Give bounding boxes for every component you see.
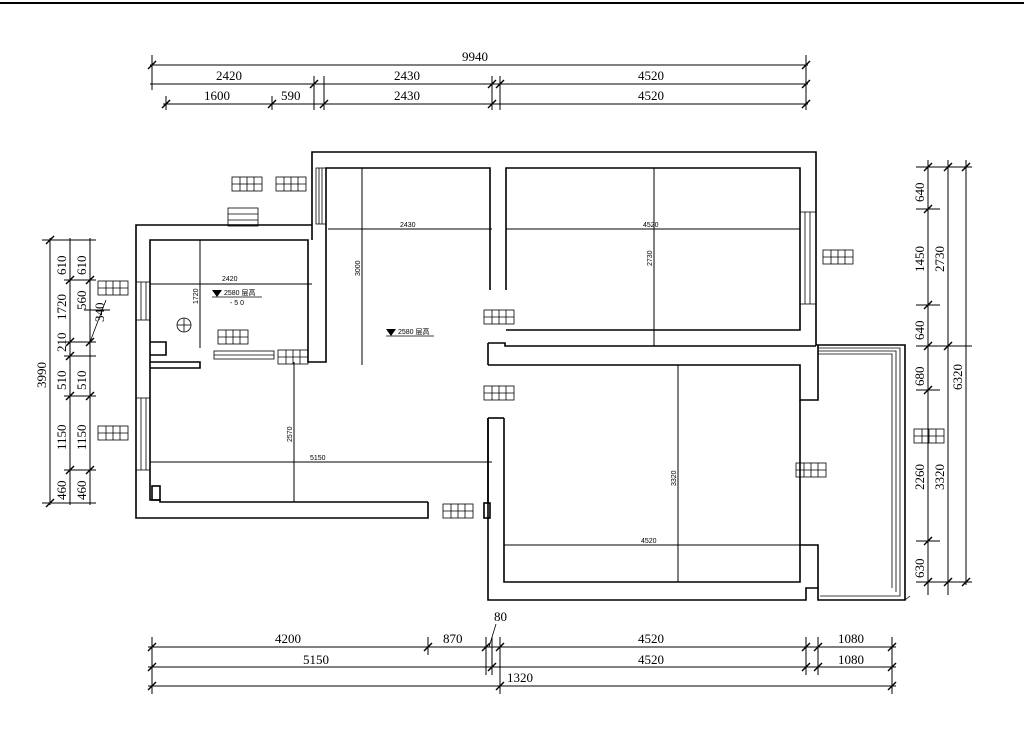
right-dim-680: 680 — [912, 367, 927, 387]
bottom-dim-1080: 1080 — [838, 631, 864, 646]
left-dim-460-b: 460 — [74, 481, 89, 501]
bottom-dim-4520-b: 4520 — [638, 652, 664, 667]
left-overall-dim: 3990 — [34, 362, 49, 388]
bottom-overall-dim: 1320 — [507, 670, 533, 685]
floor-drain-icon — [176, 317, 192, 333]
left-dim-510-b: 510 — [74, 371, 89, 391]
room-dimension-lines — [150, 168, 800, 582]
left-dim-1720: 1720 — [54, 294, 69, 320]
radiator-icon — [442, 503, 474, 519]
left-dim-460: 460 — [54, 481, 69, 501]
radiator-icon — [97, 425, 129, 441]
right-dim-1450: 1450 — [912, 246, 927, 272]
radiator-icon — [97, 280, 129, 296]
bottom-callout-80: 80 — [494, 609, 507, 624]
top-dim-2430: 2430 — [394, 68, 420, 83]
radiator-icon — [277, 349, 309, 365]
right-dimension-chain — [916, 160, 972, 595]
radiator-icon — [483, 385, 515, 401]
right-dim-3320: 3320 — [932, 464, 947, 490]
top-dim-590: 590 — [281, 88, 301, 103]
bottom-dim-870: 870 — [443, 631, 463, 646]
bedroom-top-width-dim: 4520 — [643, 222, 659, 229]
left-dim-560: 560 — [74, 291, 89, 311]
balcony-lines — [818, 347, 911, 601]
walls — [135, 151, 906, 601]
radiator-icon — [913, 428, 945, 444]
hall-height-dim: 3000 — [355, 260, 362, 276]
level-marker-hall: 2580 层高 — [386, 327, 434, 337]
living-height-dim: 2570 — [287, 426, 294, 442]
left-room-level-text: 2580 层高 — [224, 288, 256, 297]
top-dim-2420: 2420 — [216, 68, 242, 83]
bottom-dimension-chain — [147, 623, 897, 694]
left-dim-610: 610 — [54, 256, 69, 276]
bottom-dim-1080-b: 1080 — [838, 652, 864, 667]
radiator-icon — [795, 462, 827, 478]
top-dimension-chain — [147, 55, 811, 110]
right-dim-6320: 6320 — [950, 364, 965, 390]
right-dim-2730: 2730 — [932, 246, 947, 272]
radiator-icon — [483, 309, 515, 325]
radiator-icon — [231, 176, 263, 192]
top-dim-4520-b: 4520 — [638, 88, 664, 103]
living-width-dim: 5150 — [310, 455, 326, 462]
left-dimension-chain — [42, 235, 110, 508]
bottom-dim-4200: 4200 — [275, 631, 301, 646]
bedroom-top-height-dim: 2730 — [647, 250, 654, 266]
right-dim-630: 630 — [912, 559, 927, 579]
top-dim-2430-b: 2430 — [394, 88, 420, 103]
hall-width-dim: 2430 — [400, 222, 416, 229]
radiator-symbols — [97, 176, 945, 519]
left-dim-340: 340 — [92, 303, 107, 323]
left-dim-210: 210 — [54, 333, 69, 353]
radiator-icon — [275, 176, 307, 192]
left-room-level-sub: - 5 0 — [230, 300, 244, 307]
radiator-icon — [822, 249, 854, 265]
windows — [135, 167, 817, 471]
radiator-icon — [217, 329, 249, 345]
left-room-height-dim: 1720 — [193, 288, 200, 304]
left-room-width-dim: 2420 — [222, 276, 238, 283]
hall-level-text: 2580 层高 — [398, 327, 430, 336]
left-dim-610-b: 610 — [74, 256, 89, 276]
left-dim-510: 510 — [54, 371, 69, 391]
right-dim-2260: 2260 — [912, 464, 927, 490]
bottom-dim-5150: 5150 — [303, 652, 329, 667]
right-dim-640: 640 — [912, 183, 927, 203]
bottom-dim-4520: 4520 — [638, 631, 664, 646]
level-marker-left-room: 2580 层高 - 5 0 — [212, 288, 262, 307]
bedroom-bottom-height-dim: 3320 — [671, 470, 678, 486]
bedroom-bottom-width-dim: 4520 — [641, 538, 657, 545]
left-dim-1150: 1150 — [54, 424, 69, 450]
top-dim-4520: 4520 — [638, 68, 664, 83]
right-dim-640-b: 640 — [912, 321, 927, 341]
left-dim-1150-b: 1150 — [74, 424, 89, 450]
top-overall-dim: 9940 — [462, 49, 488, 64]
top-dim-1600: 1600 — [204, 88, 230, 103]
